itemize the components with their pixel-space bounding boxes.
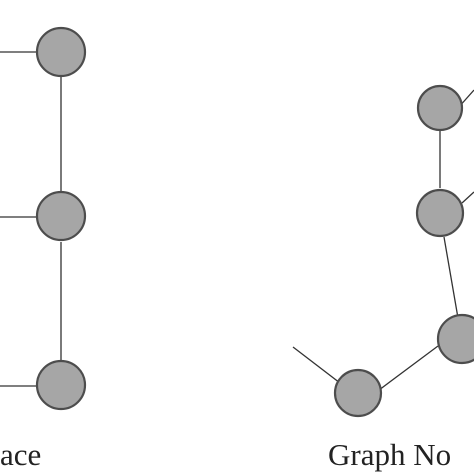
right-node-lower — [436, 313, 474, 365]
right-edge-offscreen-middle — [461, 191, 474, 204]
right-node-bottom — [333, 368, 383, 418]
left-node-top — [35, 26, 87, 78]
left-node-bottom — [35, 359, 87, 411]
left-caption: ace — [0, 437, 41, 472]
right-edge-middle-to-lower — [443, 236, 459, 319]
right-node-middle — [415, 188, 465, 238]
left-graph-edges — [0, 51, 62, 387]
right-edge-bottom-offscreen-left — [292, 346, 341, 384]
right-graph-nodes — [333, 84, 474, 418]
right-node-top — [416, 84, 464, 132]
right-caption: Graph No — [328, 437, 451, 472]
right-edge-lower-to-bottom — [378, 345, 439, 391]
left-graph-nodes — [35, 26, 87, 411]
left-node-middle — [35, 190, 87, 242]
